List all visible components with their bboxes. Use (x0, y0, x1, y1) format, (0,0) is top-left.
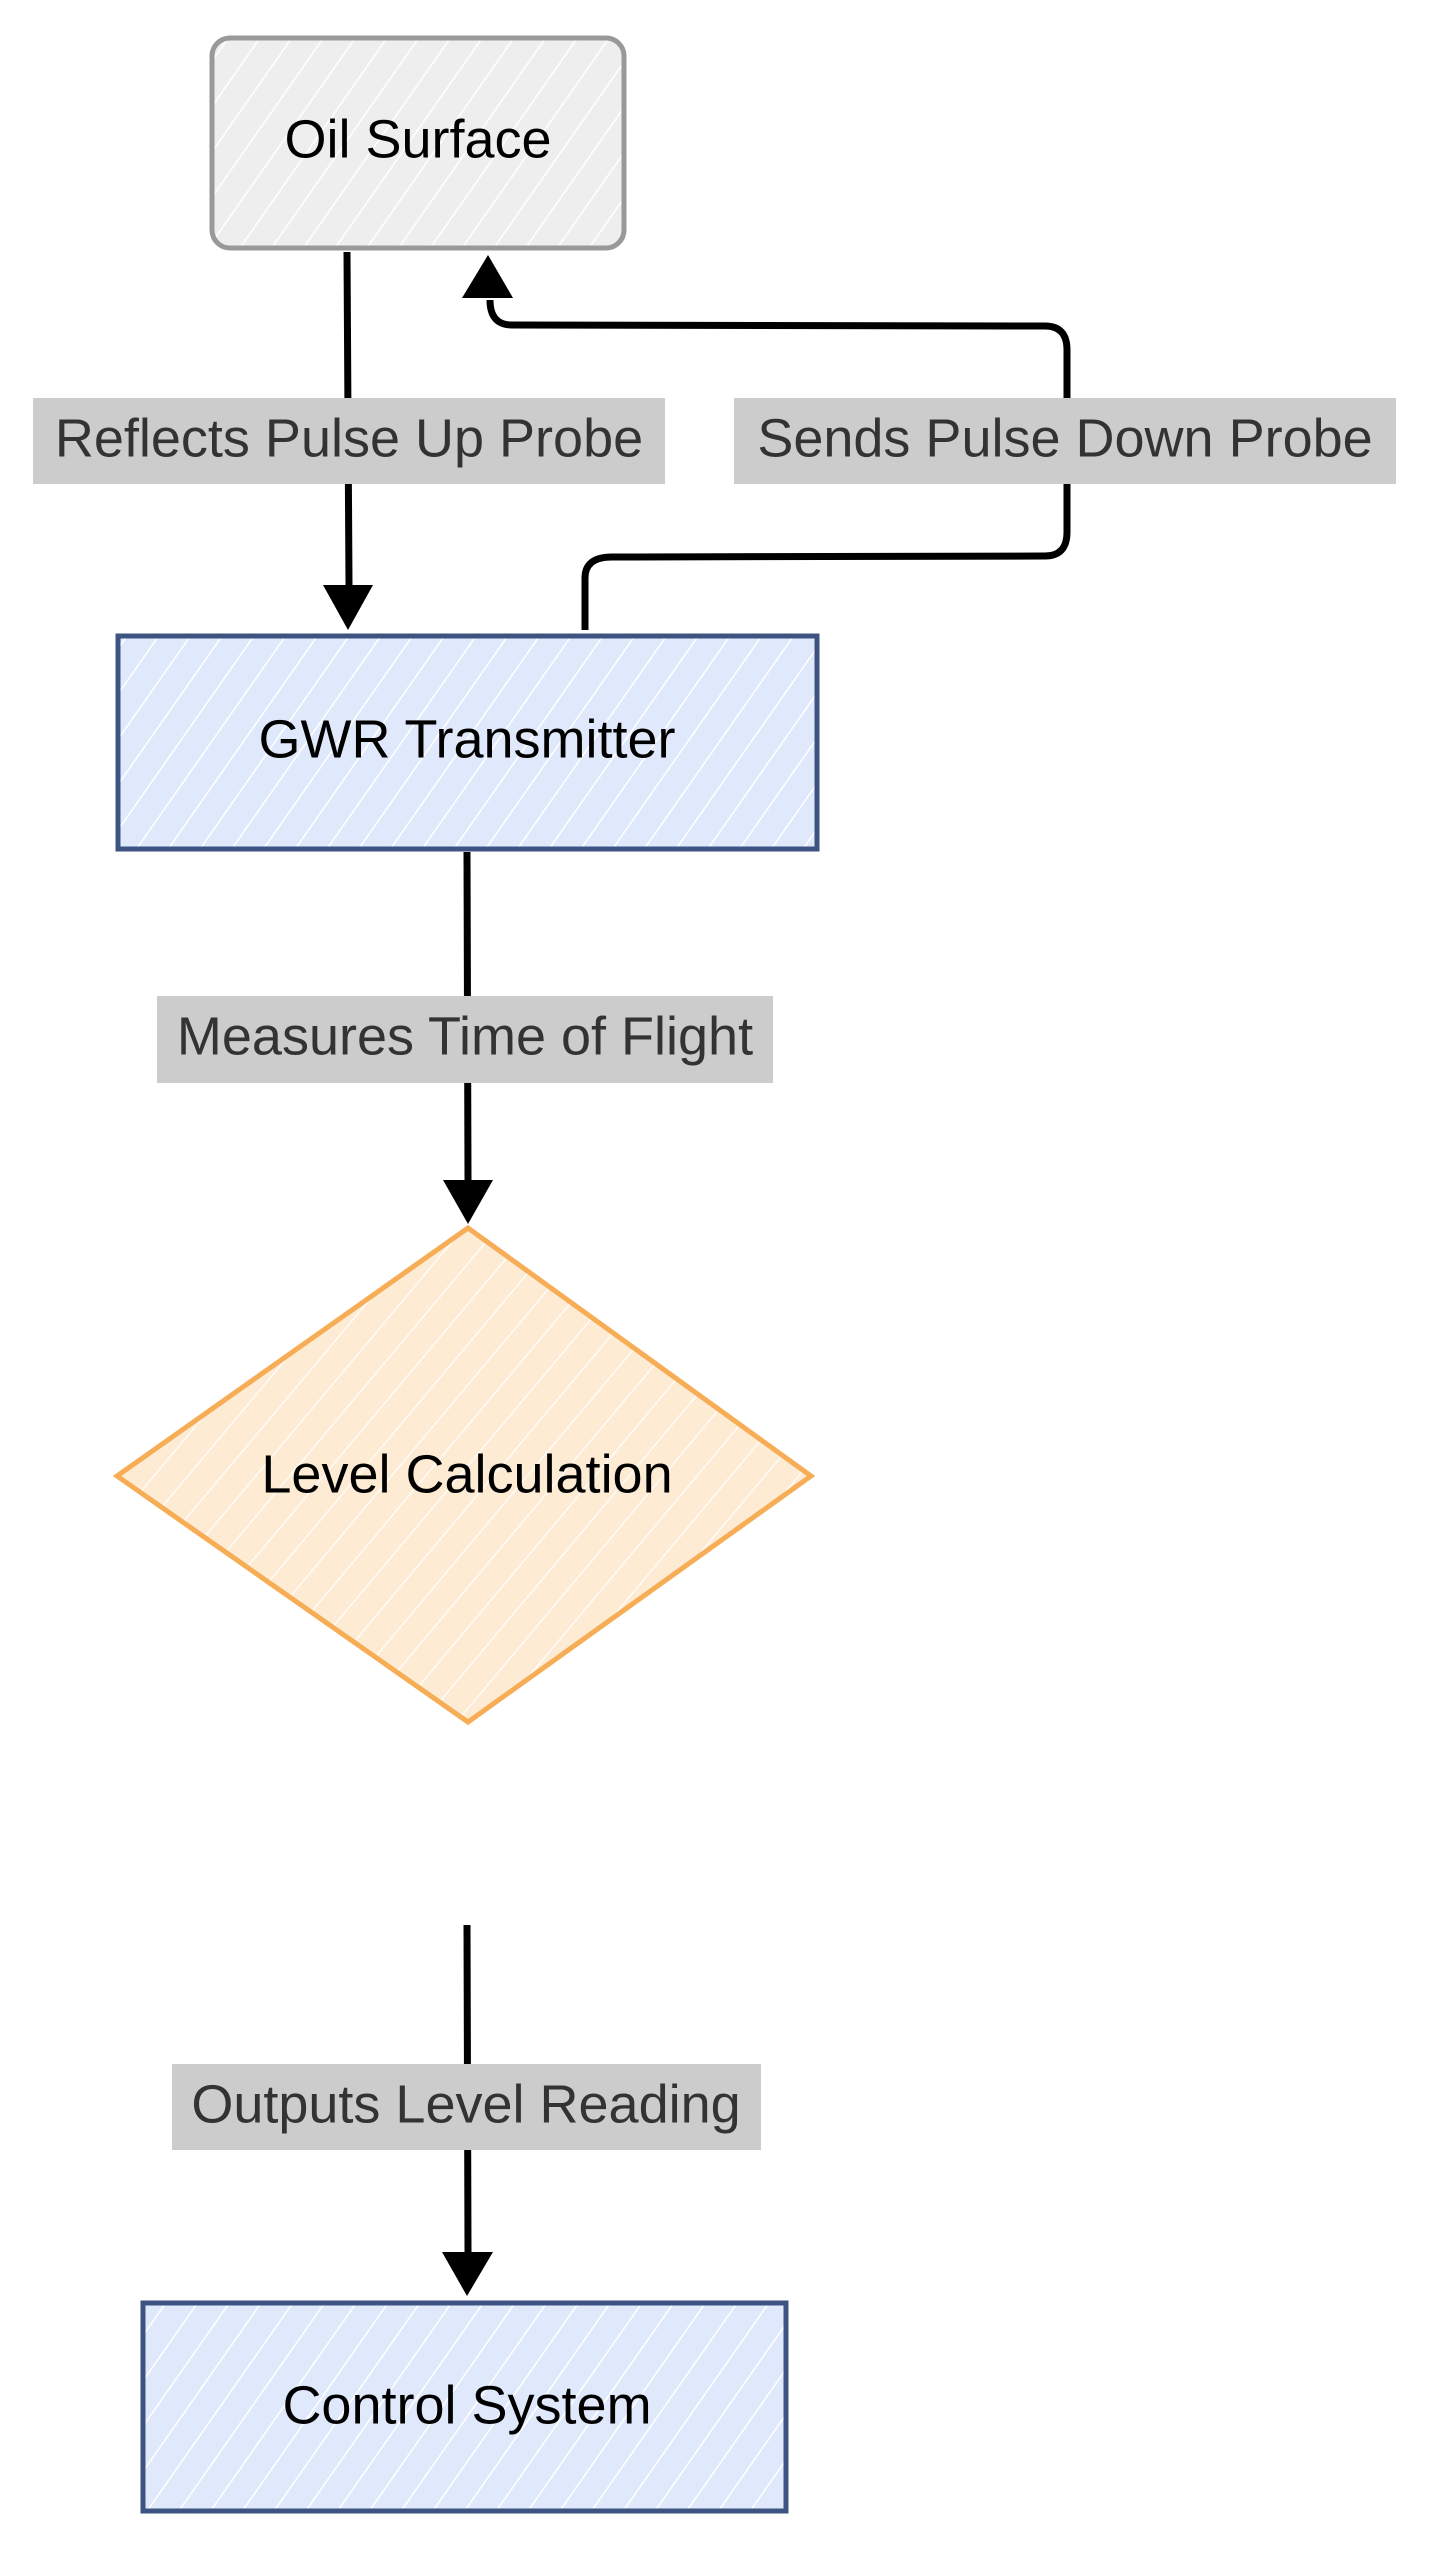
edge-label-bg (734, 398, 1396, 484)
node-shape (140, 2300, 789, 2514)
edge-label-measures-time: Measures Time of Flight (157, 996, 773, 1083)
node-control-system[interactable]: Control System (140, 2300, 789, 2514)
edge-label-sends-pulse: Sends Pulse Down Probe (734, 398, 1396, 484)
node-shape (115, 633, 820, 852)
node-gwr-transmitter[interactable]: GWR Transmitter (115, 633, 820, 852)
node-oil-surface[interactable]: Oil Surface (209, 35, 627, 251)
edge-label-bg (157, 996, 773, 1083)
edge-label-bg (33, 398, 665, 484)
node-shape (112, 1224, 816, 1726)
edge-line (486, 299, 1071, 630)
edge-label-text: Outputs Level Reading (191, 2074, 740, 2134)
arrowhead-down-icon (442, 2252, 493, 2296)
node-label: Control System (282, 2375, 651, 2435)
edge-label-outputs-level: Outputs Level Reading (172, 2064, 761, 2150)
node-shape (209, 35, 627, 251)
node-label: Level Calculation (261, 1444, 672, 1504)
edge-sends-pulse (462, 255, 1071, 630)
edge-label-reflects-pulse: Reflects Pulse Up Probe (33, 398, 665, 484)
arrowhead-up-icon (462, 255, 513, 298)
arrowhead-down-icon (443, 1180, 493, 1224)
node-label: Oil Surface (284, 109, 551, 169)
node-level-calculation[interactable]: Level Calculation (112, 1224, 816, 1726)
edge-label-text: Reflects Pulse Up Probe (55, 408, 643, 468)
edge-label-text: Measures Time of Flight (177, 1006, 753, 1066)
arrowhead-down-icon (323, 585, 373, 630)
node-label: GWR Transmitter (258, 709, 675, 769)
edge-label-bg (172, 2064, 761, 2150)
edge-label-text: Sends Pulse Down Probe (757, 408, 1372, 468)
